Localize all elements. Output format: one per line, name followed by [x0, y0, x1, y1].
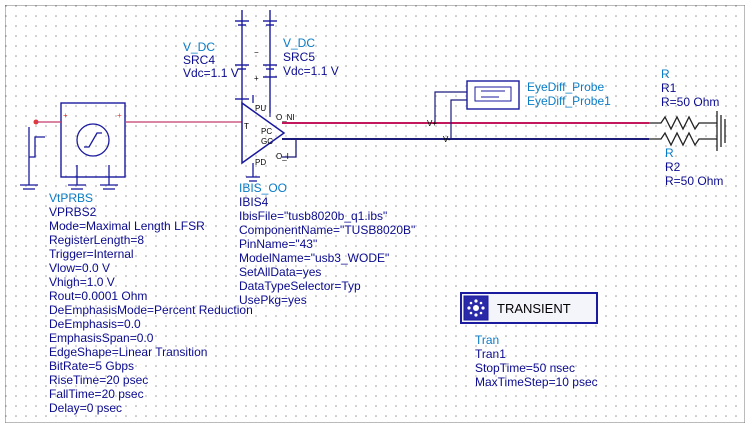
ibis-param-list: IbisFile="tusb8020b_q1.ibs"ComponentName…: [239, 209, 415, 307]
prbs-param: FallTime=20 psec: [49, 387, 144, 401]
probe-name: EyeDiff_Probe1: [527, 94, 611, 108]
probe-type: EyeDiff_Probe: [527, 80, 604, 94]
src4-symbol[interactable]: [235, 10, 249, 100]
wire-probe-vminus: [450, 99, 467, 139]
prbs-param: EdgeShape=Linear Transition: [49, 345, 207, 359]
src-minus-sign: −: [254, 48, 259, 57]
ibis-pin-pd: PD: [255, 158, 266, 167]
ibis-pin-t: T: [244, 122, 249, 131]
canvas-grid: [5, 5, 745, 423]
r2-type: R: [665, 146, 674, 160]
ground-right: [716, 111, 726, 151]
tran-param-stoptime: StopTime=50 nsec: [475, 361, 575, 375]
ibis-param: PinName="43": [239, 237, 317, 251]
wire-probe-vplus: [434, 91, 467, 123]
ibis-param: UsePkg=yes: [239, 293, 307, 307]
prbs-param: Vlow=0.0 V: [49, 261, 110, 275]
prbs-param: DeEmphasis=0.0: [49, 317, 141, 331]
prbs-name: VPRBS2: [49, 205, 97, 219]
resistor-r2-symbol[interactable]: [649, 131, 717, 147]
ibis-pin-oi: O_I: [276, 152, 289, 161]
r2-name: R2: [665, 160, 681, 174]
ibis-param: SetAllData=yes: [239, 265, 321, 279]
r1-type: R: [661, 67, 670, 81]
src5-symbol[interactable]: [263, 10, 277, 113]
transient-controller-button[interactable]: TRANSIENT: [460, 292, 598, 324]
ibis-param: ModelName="usb3_WODE": [239, 251, 389, 265]
prbs-param: Rout=0.0001 Ohm: [49, 289, 147, 303]
prbs-param: RegisterLength=8: [49, 233, 144, 247]
ibis-param: DataTypeSelector=Typ: [239, 279, 361, 293]
ibis-param: IbisFile="tusb8020b_q1.ibs": [239, 209, 387, 223]
ibis-type: IBIS_OO: [239, 181, 287, 195]
prbs-param: Vhigh=1.0 V: [49, 275, 115, 289]
prbs-symbol[interactable]: [29, 102, 126, 190]
src4-name: SRC4: [183, 53, 215, 67]
tran-type: Tran: [475, 333, 499, 347]
tran-name: Tran1: [475, 347, 506, 361]
ibis-param: ComponentName="TUSB8020B": [239, 223, 415, 237]
ibis-pin-gc: GC: [261, 137, 273, 146]
prbs-param: Trigger=Internal: [49, 247, 134, 261]
transient-label: TRANSIENT: [497, 301, 571, 316]
r1-param: R=50 Ohm: [661, 95, 719, 109]
prbs-param: RiseTime=20 psec: [49, 373, 148, 387]
prbs-plus-left: +: [63, 111, 68, 120]
src5-name: SRC5: [283, 50, 315, 64]
wires: [36, 91, 649, 158]
ibis-pin-pc: PC: [261, 127, 272, 136]
probe-pin-vminus: V-: [443, 135, 451, 144]
ibis-name: IBIS4: [239, 195, 269, 209]
tran-param-maxtimestep: MaxTimeStep=10 psec: [475, 375, 598, 389]
resistor-r1-symbol[interactable]: [649, 115, 717, 131]
prbs-param: EmphasisSpan=0.0: [49, 331, 154, 345]
simulation-gear-icon: [467, 299, 485, 317]
prbs-plus-right: +: [117, 111, 122, 120]
probe-pin-vplus: V+: [427, 119, 437, 128]
ground-left: [20, 127, 38, 190]
r1-name: R1: [661, 81, 677, 95]
eyediff-probe-symbol[interactable]: [466, 80, 520, 110]
r2-param: R=50 Ohm: [665, 174, 723, 188]
ibis-pin-oni: O_NI: [276, 113, 295, 122]
ibis-pin-pu: PU: [255, 104, 266, 113]
prbs-param-list: Mode=Maximal Length LFSRRegisterLength=8…: [49, 219, 253, 415]
prbs-type: VtPRBS: [49, 191, 93, 205]
src-plus-sign: +: [254, 74, 259, 83]
prbs-param: DeEmphasisMode=Percent Reduction: [49, 303, 253, 317]
prbs-param: Mode=Maximal Length LFSR: [49, 219, 205, 233]
src4-type: V_DC: [183, 40, 215, 54]
src5-param: Vdc=1.1 V: [283, 64, 339, 78]
wire-negative-stub: [282, 139, 297, 158]
ibis-buffer-symbol[interactable]: [241, 95, 286, 182]
src4-param: Vdc=1.1 V: [183, 66, 239, 80]
prbs-param: BitRate=5 Gbps: [49, 359, 134, 373]
src5-type: V_DC: [283, 36, 315, 50]
prbs-param: Delay=0 psec: [49, 401, 122, 415]
schematic-canvas[interactable]: − + V_DC SRC4 Vdc=1.1 V V_DC SRC5 Vdc=1.…: [5, 5, 745, 423]
